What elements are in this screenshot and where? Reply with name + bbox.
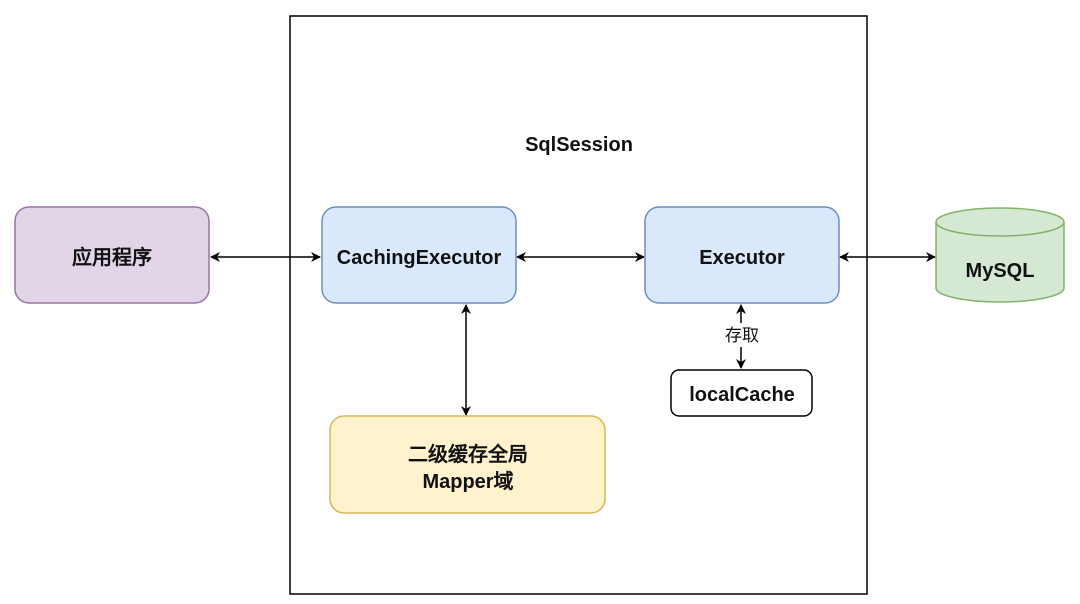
sqlsession-container-label: SqlSession (525, 134, 633, 156)
node-application-label: 应用程序 (72, 245, 152, 269)
node-executor-box (644, 206, 840, 304)
node-second-level-cache: 二级缓存全局 Mapper域 (329, 415, 606, 514)
node-second-level-cache-label-line1: 二级缓存全局 (408, 442, 528, 466)
node-mysql: MySQL (935, 207, 1065, 303)
node-local-cache: localCache (670, 369, 813, 417)
edge-label-background (719, 323, 763, 347)
node-application: 应用程序 (14, 206, 210, 304)
node-application-box (14, 206, 210, 304)
node-caching-executor-box (321, 206, 517, 304)
node-caching-executor: CachingExecutor (321, 206, 517, 304)
node-second-level-cache-label-line2: Mapper域 (422, 469, 513, 493)
node-mysql-rim (935, 221, 1065, 237)
edge-label-access: 存取 (725, 326, 759, 345)
edges: 存取 (210, 252, 936, 416)
node-local-cache-label: localCache (689, 384, 795, 406)
node-caching-executor-label: CachingExecutor (337, 247, 502, 269)
node-executor: Executor (644, 206, 840, 304)
node-executor-label: Executor (699, 247, 785, 269)
node-local-cache-box (670, 369, 813, 417)
node-mysql-label: MySQL (966, 260, 1035, 282)
node-second-level-cache-box (329, 415, 606, 514)
node-mysql-body (935, 207, 1065, 303)
